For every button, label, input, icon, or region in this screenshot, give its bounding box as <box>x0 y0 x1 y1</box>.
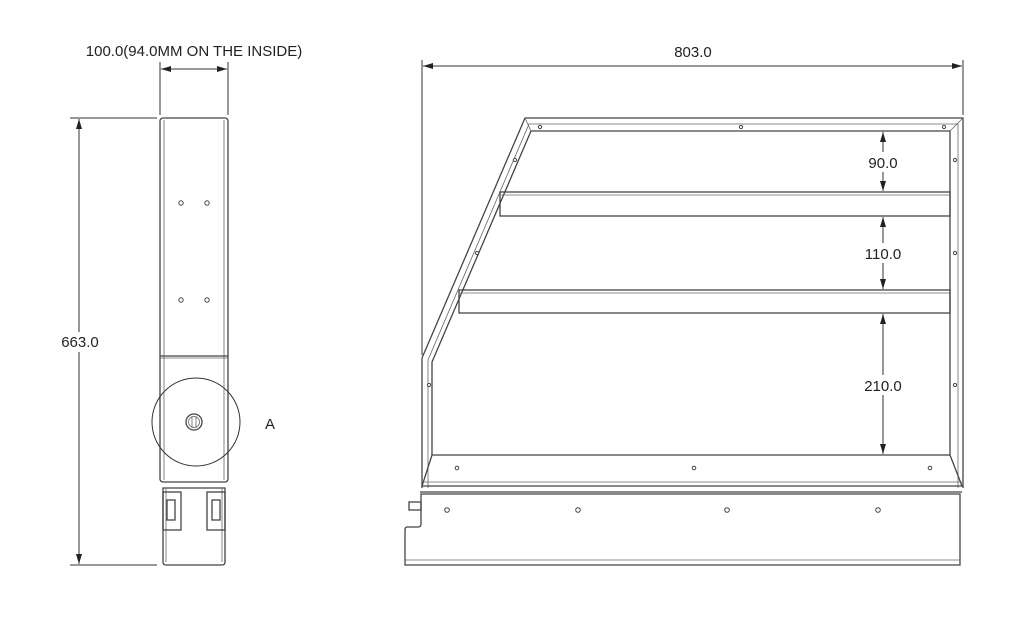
shelf-dimension-label: 110.0 <box>865 246 901 263</box>
mounting-hole <box>178 200 184 206</box>
bottom-bracket <box>162 487 226 566</box>
shelf-upper <box>499 191 951 217</box>
base-tab <box>408 501 422 511</box>
mounting-hole <box>204 200 210 206</box>
front-view: 803.0 90.0 110.0 <box>404 44 964 566</box>
frame-holes <box>426 124 958 513</box>
shelf-dimension-label: 210.0 <box>864 378 902 395</box>
fastener-icon <box>185 413 203 431</box>
front-width-dimension-label: 803.0 <box>674 44 712 61</box>
base-rail <box>404 493 961 566</box>
shelf-dimension-label: 90.0 <box>868 155 897 172</box>
side-height-dimension-label: 663.0 <box>61 334 99 351</box>
clip <box>162 491 182 531</box>
side-panel-body <box>159 117 229 483</box>
clip <box>206 491 226 531</box>
detail-circle <box>151 377 241 467</box>
bottom-plate <box>421 454 963 487</box>
shelf-lower <box>458 289 951 314</box>
side-width-dimension-label: 100.0(94.0MM ON THE INSIDE) <box>86 43 302 60</box>
side-view: 100.0(94.0MM ON THE INSIDE) 663.0 A <box>56 43 302 566</box>
mounting-hole <box>204 297 210 303</box>
mounting-hole <box>178 297 184 303</box>
outer-frame <box>421 117 964 488</box>
detail-label: A <box>265 416 275 433</box>
